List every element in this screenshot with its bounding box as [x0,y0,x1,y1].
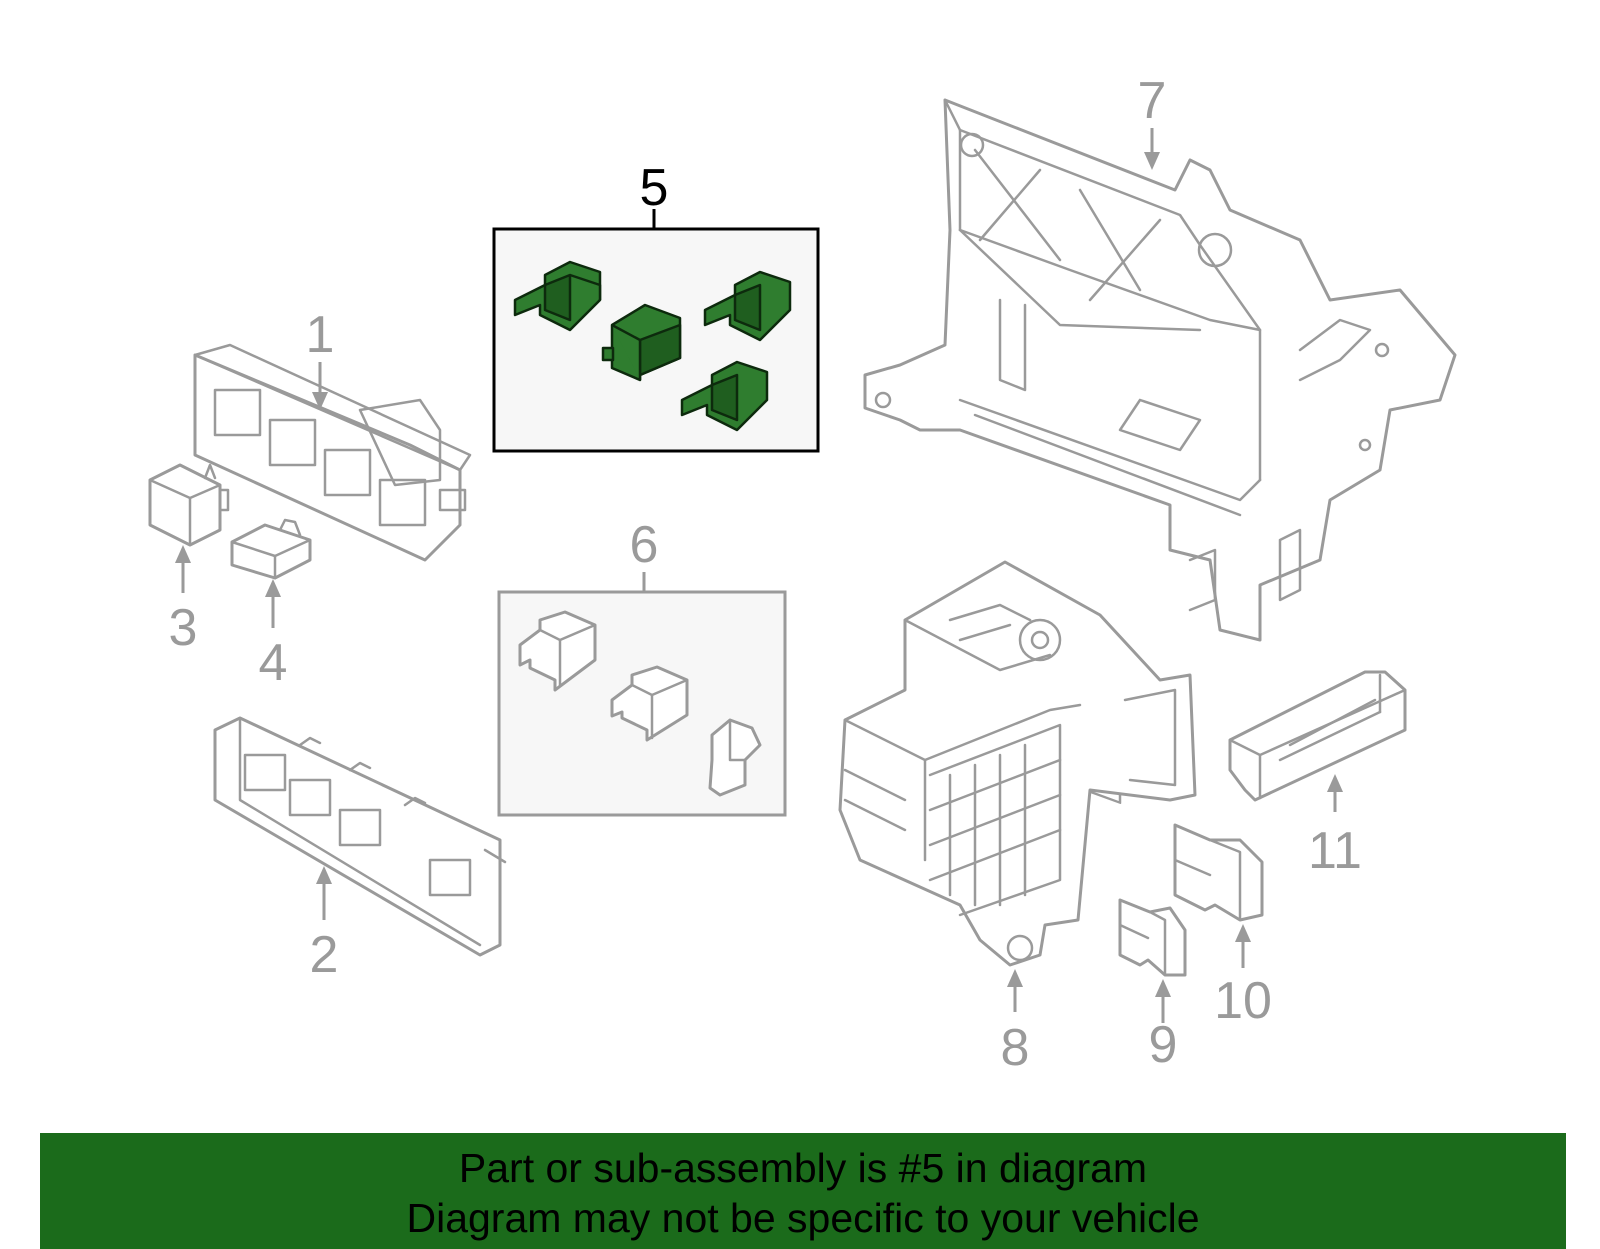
callout-9-label: 9 [1149,1016,1178,1074]
callout-4: 4 [259,579,288,692]
callout-7: 7 [1138,72,1167,170]
info-banner: Part or sub-assembly is #5 in diagram Di… [40,1133,1566,1249]
part-10-fuse [1173,823,1264,922]
callout-5-label: 5 [640,159,669,217]
part-11-fuse-strip [1228,670,1407,802]
callout-8-label: 8 [1001,1019,1030,1077]
callout-11-label: 11 [1308,822,1362,880]
part-2-relay-holder [213,716,507,957]
part-5-connector-kit [492,209,820,453]
part-7-housing-bracket [863,98,1457,804]
part-3-relay [148,463,230,547]
part-1-relay-holder [193,343,472,562]
callout-7-label: 7 [1138,72,1167,130]
callout-5: 5 [640,159,669,217]
callout-8: 8 [1001,969,1030,1077]
part-6-connector-c [708,718,762,797]
part-4-relay [230,518,312,580]
part-6-connector-b [610,665,689,742]
callout-6-label: 6 [630,516,659,574]
callout-9: 9 [1149,979,1178,1074]
callout-4-label: 4 [259,634,288,692]
part-5-connector-b [601,303,682,382]
part-5-connector-d [680,360,769,432]
part-6-connector-a [518,610,597,692]
banner-line-2: Diagram may not be specific to your vehi… [406,1195,1200,1241]
callout-2-label: 2 [310,926,339,984]
callout-3-label: 3 [169,599,198,657]
callout-3: 3 [169,545,198,657]
part-5-connector-a [513,260,602,332]
part-8-fuse-box-housing [838,560,1197,967]
callout-10: 10 [1214,924,1272,1030]
part-5-connector-c [703,270,792,342]
callout-2: 2 [310,866,339,984]
callout-1: 1 [306,306,335,410]
part-6-connector-set [497,572,787,817]
banner-line-1: Part or sub-assembly is #5 in diagram [458,1145,1148,1191]
callout-6: 6 [630,516,659,574]
callout-1-label: 1 [306,306,335,364]
callout-11: 11 [1308,774,1362,880]
part-9-fuse [1118,898,1187,977]
callout-10-label: 10 [1214,972,1272,1030]
